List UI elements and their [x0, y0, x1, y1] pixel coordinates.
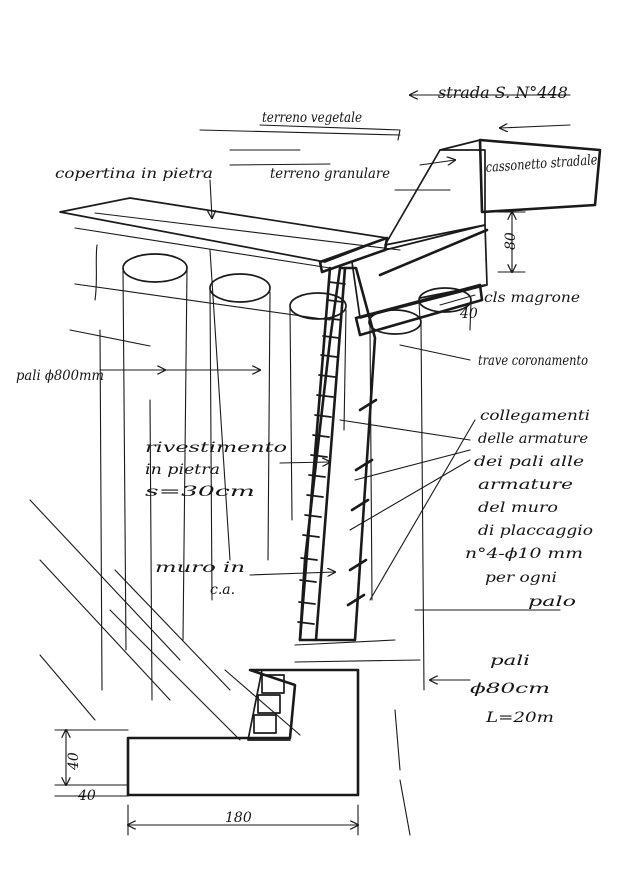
footing [126, 668, 360, 797]
label-dim-base: 180 [225, 810, 252, 826]
label-rebar-4: armature [478, 477, 573, 493]
coping-stone [59, 197, 389, 274]
concrete-wall [298, 266, 377, 642]
label-cladding-3: s=30cm [145, 484, 255, 500]
label-rebar-8: per ogni [485, 570, 557, 586]
label-dim-left-bottom: 40 [77, 788, 96, 804]
label-rebar-6: di placcaggio [478, 523, 593, 539]
capping-beam [354, 283, 486, 337]
label-capping-beam: trave coronamento [478, 353, 588, 369]
label-rebar-1: collegamenti [480, 408, 590, 424]
dimensions [54, 212, 526, 836]
label-rebar-9: palo [528, 594, 576, 610]
label-road-pavement: cassonetto stradale [485, 152, 598, 176]
label-piles-b-3: L=20m [485, 710, 554, 726]
label-piles-b-2: ϕ80cm [470, 681, 550, 697]
label-wall-2: c.a. [210, 582, 235, 598]
label-rebar-7: n°4-ϕ10 mm [465, 546, 583, 562]
leaders [99, 95, 571, 680]
label-cladding-1: rivestimento [145, 440, 287, 456]
construction-lines [29, 129, 401, 741]
granular-fill [384, 138, 602, 246]
label-rebar-2: delle armature [478, 431, 588, 447]
label-road: strada S. N°448 [438, 83, 568, 102]
label-coping: copertina in pietra [55, 166, 213, 182]
label-lean-concrete: cls magrone [484, 290, 580, 306]
label-piles: pali ϕ800mm [16, 368, 104, 384]
label-wall-1: muro in [155, 560, 245, 576]
label-dim-40: 40 [459, 306, 478, 322]
rebar-connections [346, 398, 378, 607]
ground-line [294, 639, 421, 663]
label-rebar-3: dei pali alle [474, 454, 584, 470]
label-dim-80: 80 [503, 232, 519, 250]
stone-cladding [297, 266, 347, 642]
label-granular-fill: terreno granulare [270, 166, 390, 182]
label-dim-left-top: 40 [66, 752, 82, 771]
label-rebar-5: del muro [478, 500, 558, 516]
retained-soil [351, 224, 489, 319]
label-topsoil: terreno vegetale [262, 110, 362, 126]
label-cladding-2: in pietra [145, 462, 220, 478]
label-piles-b-1: pali [490, 653, 530, 669]
